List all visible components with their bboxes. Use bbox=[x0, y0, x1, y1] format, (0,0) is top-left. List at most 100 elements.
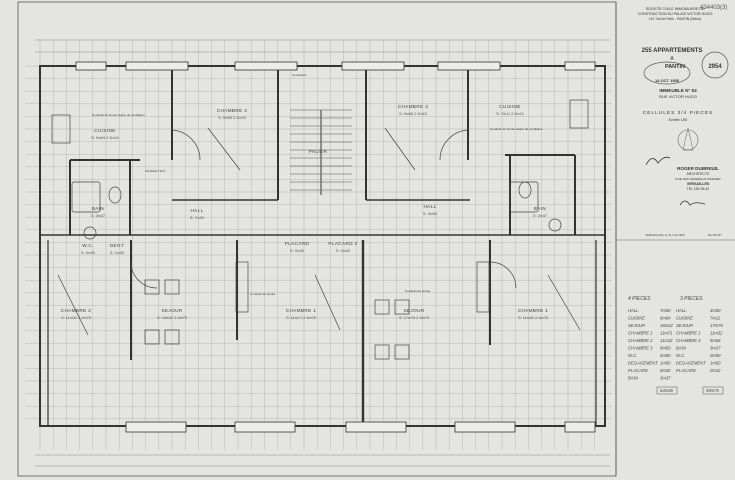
grid-lines bbox=[25, 40, 612, 450]
legend-area: 1m50 bbox=[660, 361, 671, 366]
room-area: S: 18m32 2.3m75 bbox=[157, 316, 187, 320]
footer-ref: Dé 254.57 bbox=[708, 233, 722, 237]
room-area: S: 0m30 bbox=[290, 249, 304, 253]
note: Conduits de fumée bbox=[405, 289, 431, 293]
footer-date: VERSAILLES, le 31 mai 1955 bbox=[645, 233, 685, 237]
architect-city: VERSAILLES bbox=[687, 182, 710, 186]
legend-area: 3m37 bbox=[710, 346, 721, 351]
stamp-number: 2954 bbox=[708, 64, 722, 70]
bathtub-icon bbox=[71, 181, 101, 213]
staircase bbox=[290, 109, 352, 195]
room-name: SEJOUR bbox=[161, 308, 182, 313]
room-area: S: 7m00 bbox=[190, 216, 204, 220]
legend-room: SEJOUR bbox=[676, 323, 693, 328]
signature bbox=[679, 200, 706, 206]
room-area: S: 3m37 bbox=[91, 214, 105, 218]
legend-room: HALL bbox=[628, 308, 639, 313]
society-line: 167, Bd de Paris - PANTIN (Seine) bbox=[649, 17, 701, 21]
room-area: S: 0m32 bbox=[336, 249, 350, 253]
title-block: SOCIETE CIVILE IMMOBILIERE DE CONSTRUCTI… bbox=[616, 7, 735, 241]
room-area: S: 11m32 2.3m75 bbox=[518, 316, 548, 320]
architect-phone: TEL 155-55-42 bbox=[687, 187, 710, 191]
fixtures bbox=[51, 99, 589, 360]
stamp-oval bbox=[643, 61, 691, 85]
corner-reference: 434403(3) bbox=[700, 5, 727, 11]
legend-room: W.C. bbox=[676, 353, 685, 358]
room-area: S: 11m32 2.3m75 bbox=[61, 316, 91, 320]
room-area: S: 11m71 2.3m75 bbox=[286, 316, 316, 320]
room-name: DEGT bbox=[110, 243, 124, 248]
room-name: BAIN bbox=[92, 206, 104, 211]
room-area: S: 9m50 2.3m15 bbox=[218, 116, 246, 120]
room-area: S: 7m11 2.3m15 bbox=[496, 112, 524, 116]
room-name: BAIN bbox=[534, 206, 546, 211]
legend-area: 9m50 bbox=[660, 346, 671, 351]
washbasin-icon bbox=[83, 226, 97, 240]
room-area: S: 17m76 2.3m75 bbox=[399, 316, 429, 320]
legend-room: DEGAGEMENT bbox=[676, 361, 706, 366]
legend-area: 9m84 bbox=[660, 316, 671, 321]
room-name: CHAMBRE 1 bbox=[518, 308, 548, 313]
society-line: CONSTRUCTION DU PALAIS VICTOR HUGO bbox=[638, 12, 713, 16]
room-name: W.C. bbox=[82, 243, 94, 248]
project-place: PANTIN bbox=[665, 64, 685, 70]
legend-col2-title: 3 PIECES bbox=[680, 296, 703, 302]
legend-room: PLACARD bbox=[676, 368, 696, 373]
legend-area: 7m00 bbox=[660, 308, 671, 313]
legend-room: CHAMBRE 3 bbox=[676, 338, 701, 343]
signature bbox=[645, 156, 671, 166]
legend-room: CUISINE bbox=[628, 316, 645, 321]
legend-room: DEGAGEMENT bbox=[628, 361, 658, 366]
room-name: SEJOUR bbox=[403, 308, 424, 313]
note: Conduits de fumée Gaine de ventilation bbox=[92, 113, 145, 117]
stamp-date: 14 OCT 1955 bbox=[655, 78, 680, 83]
toilet-icon bbox=[108, 186, 122, 204]
washbasin-icon bbox=[548, 218, 562, 232]
room-name: PALIER bbox=[309, 149, 328, 154]
legend-room: BAIN bbox=[628, 376, 639, 381]
legend-area: 9m68 bbox=[710, 338, 721, 343]
note: Conduits de fumée Gaine de ventilation bbox=[490, 127, 543, 131]
legend-total1: 64m36 bbox=[660, 388, 673, 393]
legend-room: CHAMBRE 1 bbox=[676, 331, 700, 336]
architect-address: RUE DES GENERAUX PRADIER bbox=[675, 177, 721, 181]
project-title: 255 APPARTEMENTS bbox=[642, 48, 703, 54]
legend-area: 18m32 bbox=[660, 323, 673, 328]
room-name: CHAMBRE 2 bbox=[61, 308, 91, 313]
dimension-lines bbox=[35, 39, 610, 467]
flue-block bbox=[235, 261, 249, 313]
legend-room: CHAMBRE 2 bbox=[628, 338, 653, 343]
legend-area: 11m32 bbox=[660, 338, 673, 343]
legend-room: W.C. bbox=[628, 353, 637, 358]
note: Compteurs bbox=[292, 73, 307, 77]
building-number: IMMEUBLE N° 53 bbox=[659, 88, 697, 93]
architect-title: ARCHITECTE bbox=[687, 172, 711, 176]
architect-name: ROGER DUBREUIL bbox=[677, 166, 719, 171]
plan-notes: Conduits de fumée Gaine de ventilation C… bbox=[92, 73, 543, 296]
legend-area: 11m32 bbox=[710, 331, 723, 336]
legend-room: CHAMBRE 3 bbox=[628, 346, 653, 351]
room-name: CHAMBRE 3 bbox=[217, 108, 247, 113]
room-name: HALL bbox=[190, 208, 203, 213]
room-area: S: 9m68 2.3m15 bbox=[399, 112, 427, 116]
walls bbox=[39, 65, 606, 427]
legend-area: 0m90 bbox=[710, 353, 721, 358]
legend-room: CUISINE bbox=[676, 316, 693, 321]
legend-room: BAIN bbox=[676, 346, 687, 351]
room-area: S: 1m50 bbox=[110, 251, 124, 255]
society-line: SOCIETE CIVILE IMMOBILIERE DE bbox=[646, 7, 705, 11]
room-name: PLACARD 2 bbox=[328, 241, 357, 246]
legend-area: 0m30 bbox=[660, 368, 671, 373]
legend-room: PLACARD bbox=[628, 368, 648, 373]
street: RUE VICTOR HUGO bbox=[659, 94, 697, 99]
legend-area: 1m50 bbox=[710, 361, 721, 366]
cells-title: CELLULES 3/4 PIECES bbox=[643, 110, 713, 116]
room-name: CHAMBRE 3 bbox=[398, 104, 428, 109]
room-name: CHAMBRE 1 bbox=[286, 308, 316, 313]
room-name: CUISINE bbox=[499, 104, 520, 109]
note: Ventilation W.C. bbox=[145, 169, 166, 173]
scale: Echelle 1/50 bbox=[669, 118, 688, 122]
